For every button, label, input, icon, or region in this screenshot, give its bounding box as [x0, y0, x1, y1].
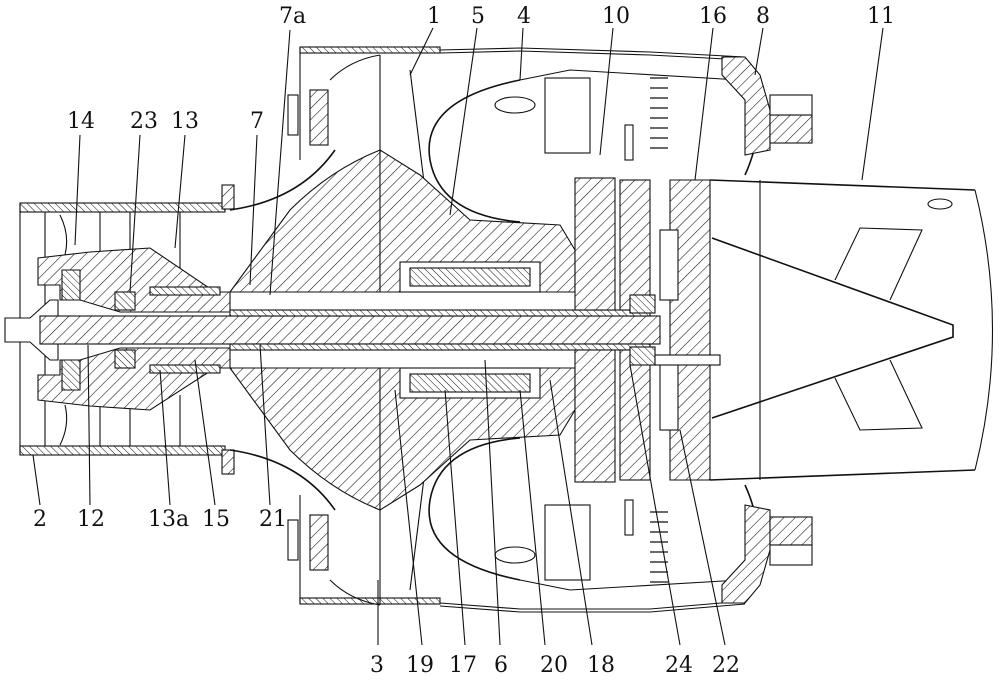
nose-starter — [4, 269, 81, 391]
exhaust-nozzle — [709, 179, 993, 481]
label-17: 17 — [449, 653, 477, 678]
label-7a: 7a — [279, 4, 306, 29]
tail-cone — [711, 227, 954, 431]
label-5: 5 — [471, 4, 485, 29]
intake-casing — [19, 184, 235, 475]
main-shaft — [39, 309, 661, 351]
leader-lines — [32, 27, 884, 646]
label-6: 6 — [494, 653, 508, 678]
label-2: 2 — [33, 507, 47, 532]
label-8: 8 — [756, 4, 770, 29]
label-7: 7 — [250, 109, 264, 134]
turbine-section — [574, 177, 721, 483]
label-13a: 13a — [148, 507, 189, 532]
label-15: 15 — [202, 507, 230, 532]
label-3: 3 — [370, 653, 384, 678]
label-16: 16 — [699, 4, 727, 29]
label-21: 21 — [259, 507, 287, 532]
label-20: 20 — [540, 653, 568, 678]
shaft-tunnel — [379, 149, 576, 511]
combustion-chamber — [428, 69, 759, 591]
front-bearing-housing — [37, 247, 231, 411]
label-19: 19 — [406, 653, 434, 678]
diffuser-casing — [287, 46, 441, 606]
label-13: 13 — [171, 109, 199, 134]
label-24: 24 — [665, 653, 693, 678]
labels-bottom: 2 12 13a 15 21 3 19 17 6 20 18 24 22 — [33, 507, 740, 678]
label-23: 23 — [130, 109, 158, 134]
label-1: 1 — [427, 4, 441, 29]
rear-flange — [721, 56, 813, 604]
label-12: 12 — [77, 507, 105, 532]
compressor-impeller — [228, 149, 381, 511]
label-14: 14 — [67, 109, 95, 134]
labels-top: 7a 1 5 4 10 16 8 11 14 23 13 7 — [67, 4, 895, 134]
label-18: 18 — [587, 653, 615, 678]
label-4: 4 — [517, 4, 531, 29]
label-22: 22 — [712, 653, 740, 678]
label-10: 10 — [602, 4, 630, 29]
outer-casing — [439, 47, 746, 613]
label-11: 11 — [867, 4, 895, 29]
